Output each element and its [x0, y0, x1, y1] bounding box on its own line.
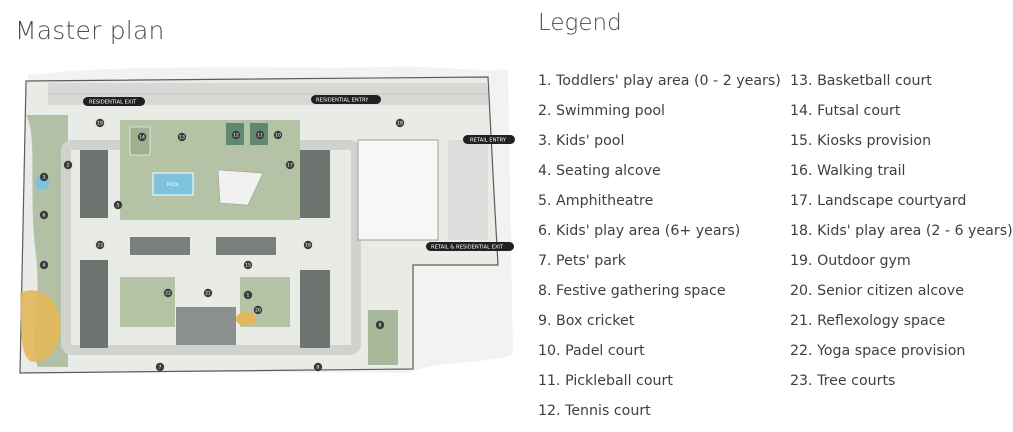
- legend-item: 18. Kids' play area (2 - 6 years): [790, 223, 1013, 239]
- amenity-marker-label: 23: [97, 243, 103, 249]
- amenity-marker-label: 8: [379, 323, 382, 329]
- retail-residential-exit-tag: RETAIL & RESIDENTIAL EXIT: [426, 242, 514, 251]
- page-title: Master plan: [15, 16, 165, 45]
- svg-text:RESIDENTIAL EXIT: RESIDENTIAL EXIT: [89, 100, 137, 106]
- amenity-marker: [231, 130, 241, 140]
- legend-item: 15. Kiosks provision: [790, 133, 932, 149]
- legend-column-2: 13. Basketball court 14. Futsal court 15…: [790, 69, 1013, 399]
- legend-item: 23. Tree courts: [790, 373, 896, 389]
- legend-item: 17. Landscape courtyard: [790, 193, 967, 209]
- amenity-marker: [95, 240, 105, 250]
- amenity-marker-label: 6: [43, 213, 46, 219]
- residential-exit-tag: RESIDENTIAL EXIT: [83, 97, 145, 106]
- amenity-marker-label: 19: [97, 121, 103, 127]
- amenity-marker: [313, 362, 323, 372]
- amenity-marker: [63, 160, 73, 170]
- retail-entry-tag: RETAIL ENTRY: [463, 135, 515, 144]
- amenity-marker: [39, 172, 49, 182]
- legend-item: 6. Kids' play area (6+ years): [538, 223, 741, 239]
- amenity-marker-label: 16: [305, 243, 311, 249]
- amenity-marker-label: 14: [139, 135, 145, 141]
- amenity-marker: [255, 130, 265, 140]
- amenity-marker: [113, 200, 123, 210]
- legend-item: 2. Swimming pool: [538, 103, 665, 119]
- amenity-marker-label: 12: [233, 133, 239, 139]
- legend-item: 9. Box cricket: [538, 313, 635, 329]
- amenity-marker-label: 1: [247, 293, 250, 299]
- amenity-marker-label: 5: [117, 203, 120, 209]
- amenity-marker-label: 21: [205, 291, 211, 297]
- svg-text:RETAIL ENTRY: RETAIL ENTRY: [470, 138, 507, 144]
- legend-item: 4. Seating alcove: [538, 163, 661, 179]
- legend-item: 1. Toddlers' play area (0 - 2 years): [538, 73, 781, 89]
- amenity-marker-label: 10: [275, 133, 281, 139]
- legend-item: 8. Festive gathering space: [538, 283, 726, 299]
- amenity-marker: [243, 260, 253, 270]
- amenity-marker: [155, 362, 165, 372]
- amenity-marker: [137, 132, 147, 142]
- master-plan-drawing: POOL RESIDENTIAL EXIT: [8, 55, 518, 385]
- amenity-marker-label: 3: [43, 175, 46, 181]
- amenity-marker-label: 22: [165, 291, 171, 297]
- legend-item: 16. Walking trail: [790, 163, 906, 179]
- legend-item: 21. Reflexology space: [790, 313, 946, 329]
- amenity-marker-label: 4: [43, 263, 46, 269]
- amenity-marker-label: 15: [245, 263, 251, 269]
- legend-column-1: 1. Toddlers' play area (0 - 2 years) 2. …: [538, 69, 781, 429]
- amenity-marker: [273, 130, 283, 140]
- legend-item: 10. Padel court: [538, 343, 645, 359]
- pool-label: POOL: [167, 182, 180, 188]
- master-plan-map: POOL RESIDENTIAL EXIT: [8, 55, 518, 385]
- amenity-marker-label: 18: [397, 121, 403, 127]
- legend-item: 22. Yoga space provision: [790, 343, 966, 359]
- amenity-marker-label: 13: [179, 135, 185, 141]
- legend-item: 20. Senior citizen alcove: [790, 283, 964, 299]
- amenity-marker: [163, 288, 173, 298]
- amenity-marker-label: 11: [257, 133, 263, 139]
- legend-title: Legend: [538, 10, 622, 36]
- residential-entry-tag: RESIDENTIAL ENTRY: [311, 95, 381, 104]
- amenity-marker: [95, 118, 105, 128]
- amenity-marker: [243, 290, 253, 300]
- legend-item: 7. Pets' park: [538, 253, 626, 269]
- legend-item: 19. Outdoor gym: [790, 253, 911, 269]
- legend-item: 11. Pickleball court: [538, 373, 673, 389]
- amenity-marker-label: 20: [255, 308, 261, 314]
- legend-item: 5. Amphitheatre: [538, 193, 654, 209]
- amenity-marker: [253, 305, 263, 315]
- amenity-marker: [395, 118, 405, 128]
- amenity-marker: [203, 288, 213, 298]
- amenity-markers: 19 14 13 12 11 10 18 17 3 2 6 4 23 22 1 20 21 7 8 9 15 16 5: [39, 118, 405, 372]
- amenity-marker-label: 7: [159, 365, 162, 371]
- legend-item: 12. Tennis court: [538, 403, 651, 419]
- legend-item: 14. Futsal court: [790, 103, 901, 119]
- amenity-marker: [177, 132, 187, 142]
- amenity-marker: [39, 260, 49, 270]
- amenity-marker: [303, 240, 313, 250]
- amenity-marker: [375, 320, 385, 330]
- amenity-marker-label: 17: [287, 163, 293, 169]
- amenity-marker: [39, 210, 49, 220]
- svg-text:RETAIL & RESIDENTIAL EXIT: RETAIL & RESIDENTIAL EXIT: [431, 245, 504, 251]
- svg-text:RESIDENTIAL ENTRY: RESIDENTIAL ENTRY: [316, 98, 369, 104]
- amenity-marker: [285, 160, 295, 170]
- legend-item: 3. Kids' pool: [538, 133, 625, 149]
- amenity-marker-label: 2: [67, 163, 70, 169]
- amenity-marker-label: 9: [317, 365, 320, 371]
- legend-item: 13. Basketball court: [790, 73, 932, 89]
